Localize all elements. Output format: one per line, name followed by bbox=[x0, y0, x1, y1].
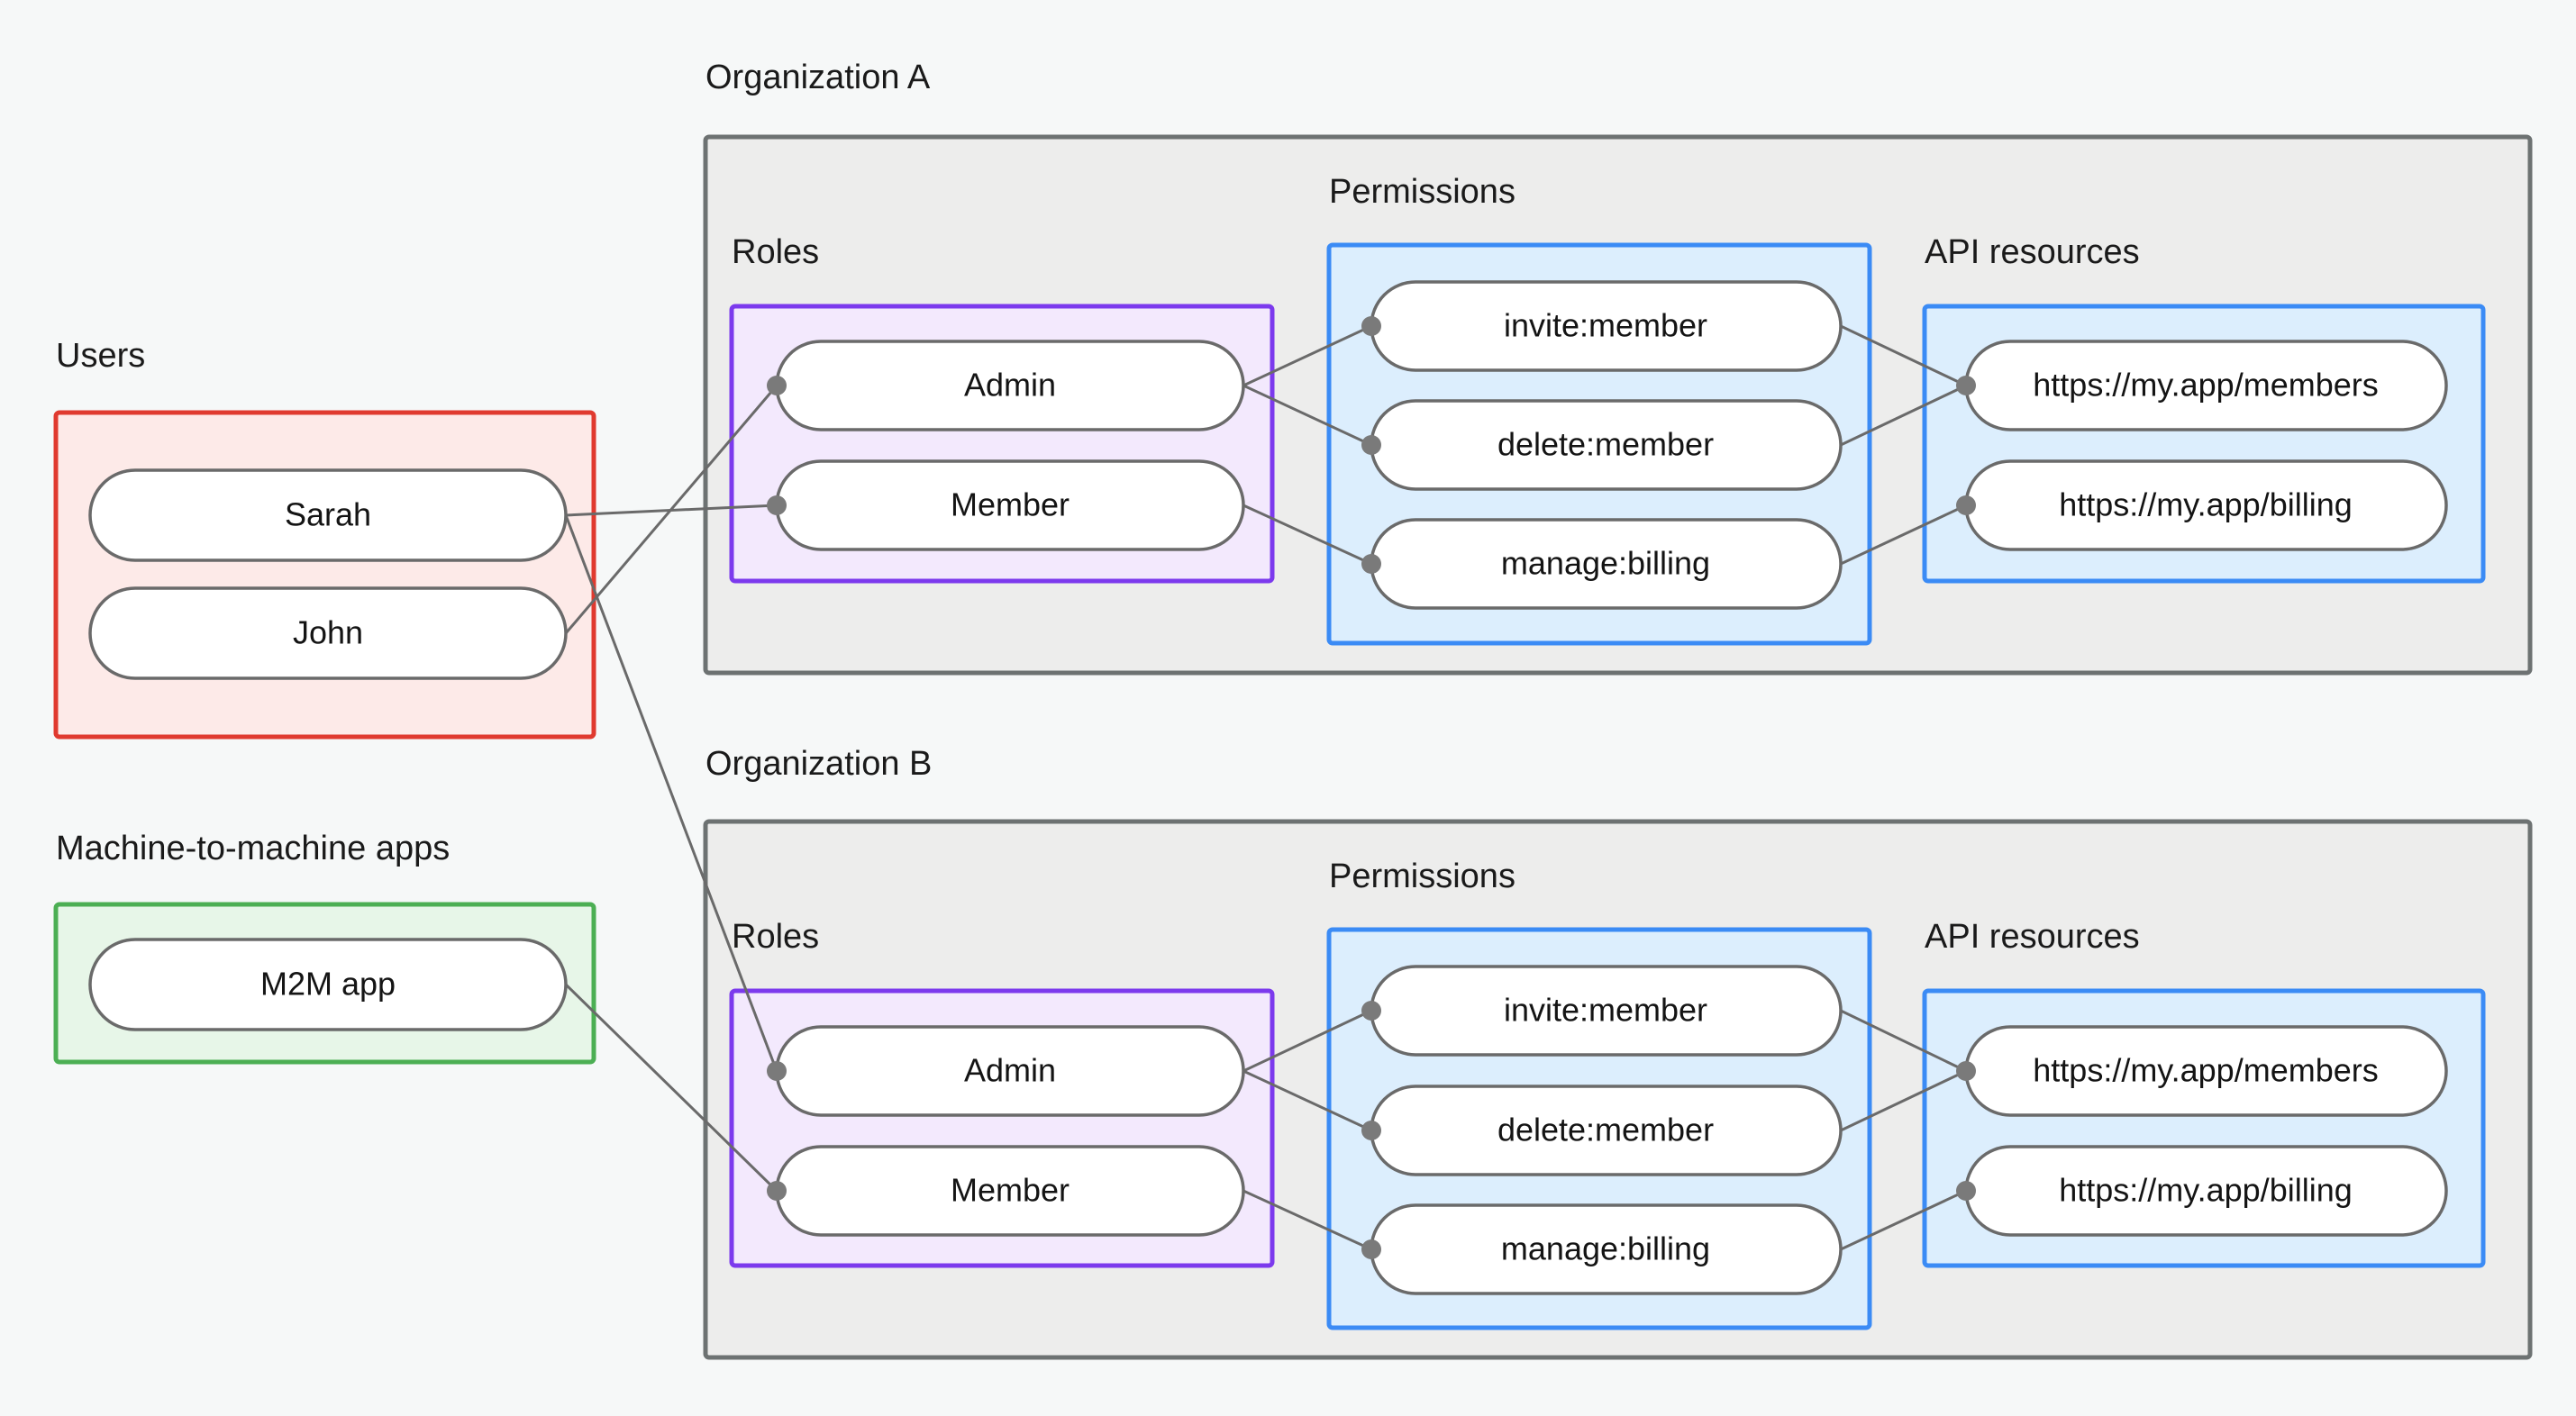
endpoint-dot-orga-member-left bbox=[767, 495, 787, 515]
user-node-sarah-label: Sarah bbox=[285, 496, 371, 533]
endpoint-dot-orga-manage-left bbox=[1361, 554, 1381, 574]
org-a-roles-label: Roles bbox=[732, 233, 819, 271]
org-b-permission-invite-member-label: invite:member bbox=[1504, 992, 1707, 1029]
org-a-permission-manage-billing-label: manage:billing bbox=[1501, 545, 1710, 582]
user-node-sarah[interactable]: Sarah bbox=[88, 468, 568, 562]
endpoint-dot-orga-delete-left bbox=[1361, 435, 1381, 455]
endpoint-dot-orgb-invite-left bbox=[1361, 1001, 1381, 1021]
org-b-roles-label: Roles bbox=[732, 918, 819, 956]
endpoint-dot-orgb-admin-left bbox=[767, 1061, 787, 1081]
edge-orgb-admin-to-invite bbox=[1242, 1009, 1372, 1073]
endpoint-dot-orgb-member-left bbox=[767, 1181, 787, 1201]
edge-sarah-to-orga-member bbox=[565, 504, 778, 517]
endpoint-dot-orga-members-left bbox=[1956, 376, 1976, 395]
org-b-role-admin-label: Admin bbox=[964, 1052, 1056, 1089]
endpoint-dot-orgb-manage-left bbox=[1361, 1239, 1381, 1259]
org-a-role-member[interactable]: Member bbox=[775, 459, 1245, 551]
org-b-role-member[interactable]: Member bbox=[775, 1145, 1245, 1237]
endpoint-dot-orgb-members-left bbox=[1956, 1061, 1976, 1081]
m2m-node-app-label: M2M app bbox=[260, 966, 396, 1003]
endpoint-dot-orga-billing-left bbox=[1956, 495, 1976, 515]
user-node-john-label: John bbox=[293, 614, 363, 651]
edge-orgb-manage-billing-to-billing bbox=[1840, 1189, 1967, 1251]
org-b-permission-manage-billing[interactable]: manage:billing bbox=[1370, 1203, 1843, 1295]
org-a-api-resource-billing[interactable]: https://my.app/billing bbox=[1964, 459, 2448, 551]
users-container bbox=[53, 410, 596, 740]
org-b-api-resource-members-label: https://my.app/members bbox=[2033, 1052, 2378, 1089]
edge-orgb-admin-to-delete bbox=[1242, 1069, 1372, 1132]
org-a-permission-delete-member[interactable]: delete:member bbox=[1370, 399, 1843, 491]
org-a-role-member-label: Member bbox=[951, 486, 1070, 523]
org-a-api-resource-members[interactable]: https://my.app/members bbox=[1964, 340, 2448, 431]
org-a-permission-manage-billing[interactable]: manage:billing bbox=[1370, 518, 1843, 610]
org-b-api-resource-billing-label: https://my.app/billing bbox=[2059, 1172, 2353, 1209]
edge-orgb-member-to-manage-billing bbox=[1242, 1189, 1372, 1251]
org-b-api-resources-label: API resources bbox=[1925, 918, 2140, 956]
org-b-permissions-label: Permissions bbox=[1329, 858, 1516, 895]
m2m-node-app[interactable]: M2M app bbox=[88, 938, 568, 1031]
org-b-role-member-label: Member bbox=[951, 1172, 1070, 1209]
organization-b-label: Organization B bbox=[705, 745, 932, 783]
org-b-permission-invite-member[interactable]: invite:member bbox=[1370, 965, 1843, 1057]
org-a-permissions-label: Permissions bbox=[1329, 173, 1516, 211]
users-group-label: Users bbox=[56, 337, 145, 375]
org-b-permission-delete-member-label: delete:member bbox=[1497, 1112, 1714, 1148]
edge-orga-admin-to-invite bbox=[1242, 324, 1372, 387]
endpoint-dot-orgb-billing-left bbox=[1956, 1181, 1976, 1201]
org-a-role-admin[interactable]: Admin bbox=[775, 340, 1245, 431]
org-a-permission-invite-member-label: invite:member bbox=[1504, 307, 1707, 344]
org-a-api-resources-label: API resources bbox=[1925, 233, 2140, 271]
org-a-api-resource-members-label: https://my.app/members bbox=[2033, 367, 2378, 404]
edge-orga-manage-billing-to-billing bbox=[1840, 504, 1967, 566]
edge-sarah-to-orgb-admin bbox=[564, 514, 778, 1072]
org-b-role-admin[interactable]: Admin bbox=[775, 1025, 1245, 1117]
org-a-api-resource-billing-label: https://my.app/billing bbox=[2059, 486, 2353, 523]
edge-orgb-delete-to-members bbox=[1840, 1069, 1967, 1132]
org-a-role-admin-label: Admin bbox=[964, 367, 1056, 404]
edge-orgb-invite-to-members bbox=[1840, 1009, 1967, 1073]
edge-orga-admin-to-delete bbox=[1242, 384, 1372, 447]
edge-orga-delete-to-members bbox=[1840, 384, 1967, 447]
m2m-group-label: Machine-to-machine apps bbox=[56, 830, 450, 867]
org-a-permission-delete-member-label: delete:member bbox=[1497, 426, 1714, 463]
org-b-permission-delete-member[interactable]: delete:member bbox=[1370, 1085, 1843, 1176]
org-a-permission-invite-member[interactable]: invite:member bbox=[1370, 280, 1843, 372]
org-b-api-resource-billing[interactable]: https://my.app/billing bbox=[1964, 1145, 2448, 1237]
edge-orga-member-to-manage-billing bbox=[1242, 504, 1372, 566]
edge-orga-invite-to-members bbox=[1840, 324, 1967, 387]
organization-a-label: Organization A bbox=[705, 59, 931, 96]
user-node-john[interactable]: John bbox=[88, 586, 568, 680]
org-b-permission-manage-billing-label: manage:billing bbox=[1501, 1230, 1710, 1267]
org-b-api-resource-members[interactable]: https://my.app/members bbox=[1964, 1025, 2448, 1117]
edge-layer bbox=[564, 324, 1967, 1251]
endpoint-dot-orga-admin-left bbox=[767, 376, 787, 395]
edge-m2m-to-orgb-member bbox=[564, 983, 778, 1193]
edge-endpoint-dots bbox=[767, 316, 1976, 1259]
endpoint-dot-orga-invite-left bbox=[1361, 316, 1381, 336]
endpoint-dot-orgb-delete-left bbox=[1361, 1121, 1381, 1140]
